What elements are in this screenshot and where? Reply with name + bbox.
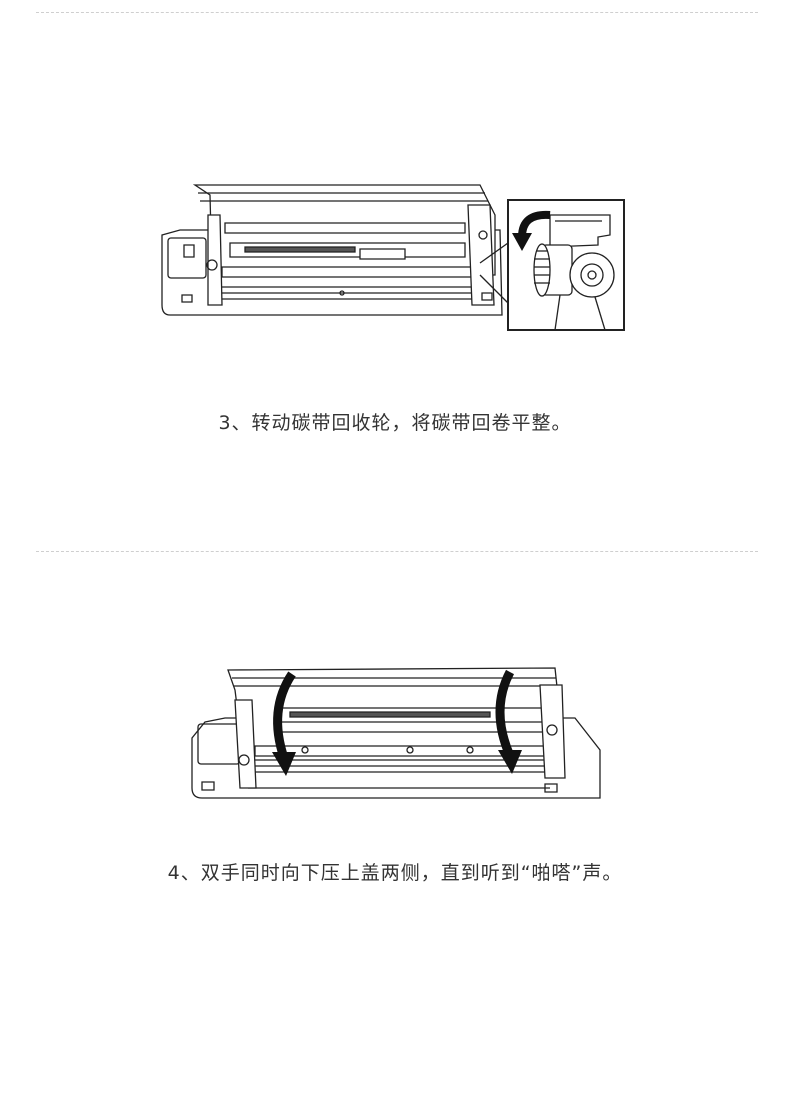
rotate-arrow-icon bbox=[512, 215, 550, 251]
divider-top bbox=[36, 12, 758, 13]
divider-middle bbox=[36, 551, 758, 552]
step3-caption: 3、转动碳带回收轮，将碳带回卷平整。 bbox=[218, 412, 572, 434]
press-down-arrow-icon bbox=[272, 672, 522, 776]
step4-illustration bbox=[180, 660, 610, 820]
step3-illustration bbox=[150, 175, 640, 345]
step4-caption: 4、双手同时向下压上盖两侧，直到听到“啪嗒”声。 bbox=[167, 862, 623, 884]
